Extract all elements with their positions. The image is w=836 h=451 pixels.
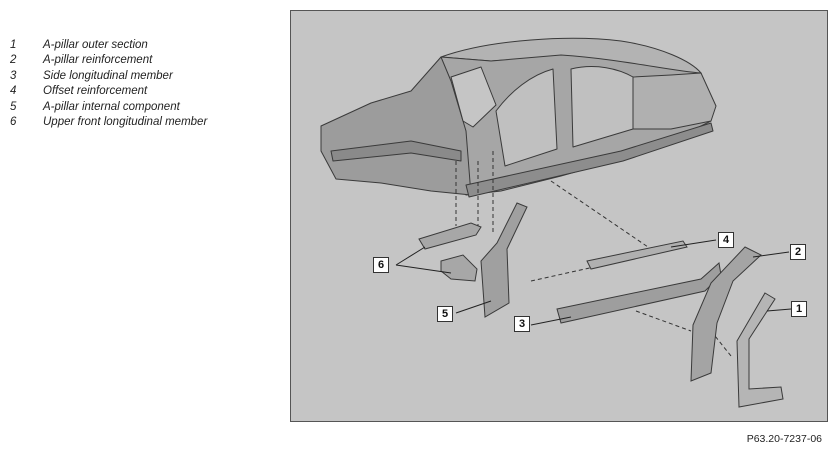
legend-label: Side longitudinal member <box>43 69 173 82</box>
part-upper-front-longitudinal-member <box>418 222 482 282</box>
callout-1: 1 <box>791 301 807 317</box>
rocker-panel <box>465 122 714 198</box>
leader-line <box>395 246 426 266</box>
exploded-view-illustration <box>320 37 792 408</box>
legend-number: 2 <box>10 54 17 67</box>
callout-4: 4 <box>718 232 734 248</box>
callout-leaders <box>395 239 792 326</box>
legend-label: A-pillar reinforcement <box>43 54 153 67</box>
illustration-panel: 6 5 3 4 2 1 <box>290 10 828 422</box>
guide-line <box>710 330 732 357</box>
part-a-pillar-outer-section <box>736 292 784 408</box>
part-shape <box>690 246 762 382</box>
part-side-longitudinal-member <box>556 262 722 324</box>
reference-code: P63.20-7237-06 <box>746 433 822 445</box>
leader-line <box>395 264 452 274</box>
legend-item: 2 A-pillar reinforcement <box>10 53 207 68</box>
callout-6: 6 <box>373 257 389 273</box>
legend-label: Upper front longitudinal member <box>43 116 208 129</box>
leader-line <box>670 239 717 248</box>
leader-line <box>752 251 790 258</box>
front-structure <box>320 56 472 196</box>
part-shape <box>480 202 528 318</box>
legend-label: Offset reinforcement <box>43 85 148 98</box>
legend-item: 5 A-pillar internal component <box>10 100 207 115</box>
part-shape <box>440 254 478 282</box>
rear-quarter <box>632 72 717 130</box>
car-body-shell <box>320 37 717 198</box>
part-shape <box>556 262 722 324</box>
guide-line <box>530 260 622 282</box>
part-shape <box>418 222 482 250</box>
leader-line <box>455 300 492 314</box>
legend-item: 6 Upper front longitudinal member <box>10 115 207 130</box>
legend-label: A-pillar outer section <box>43 39 148 51</box>
callout-2: 2 <box>790 244 806 260</box>
legend-item: 4 Offset reinforcement <box>10 84 207 99</box>
leader-line <box>530 316 572 326</box>
part-shape <box>736 292 784 408</box>
windshield-opening <box>450 66 497 128</box>
legend-label: A-pillar internal component <box>43 100 180 113</box>
legend-number: 5 <box>10 100 17 113</box>
guide-line <box>550 180 652 250</box>
leader-line <box>766 308 792 312</box>
legend: 1 A-pillar outer section 2 A-pillar rein… <box>10 38 207 130</box>
legend-number: 3 <box>10 69 17 82</box>
legend-item: 1 A-pillar outer section <box>10 38 207 53</box>
part-shape <box>586 240 688 270</box>
legend-item: 3 Side longitudinal member <box>10 69 207 84</box>
callout-3: 3 <box>514 316 530 332</box>
guide-line <box>635 310 692 332</box>
engine-bay-rail <box>330 140 462 162</box>
legend-number: 4 <box>10 85 17 98</box>
part-a-pillar-reinforcement <box>690 246 762 382</box>
part-a-pillar-internal-component <box>480 202 528 318</box>
legend-number: 1 <box>10 39 17 51</box>
callout-5: 5 <box>437 306 453 322</box>
legend-number: 6 <box>10 116 17 129</box>
front-door-opening <box>495 68 558 167</box>
dashed-guide-lines <box>455 151 732 357</box>
part-offset-reinforcement <box>586 240 688 270</box>
